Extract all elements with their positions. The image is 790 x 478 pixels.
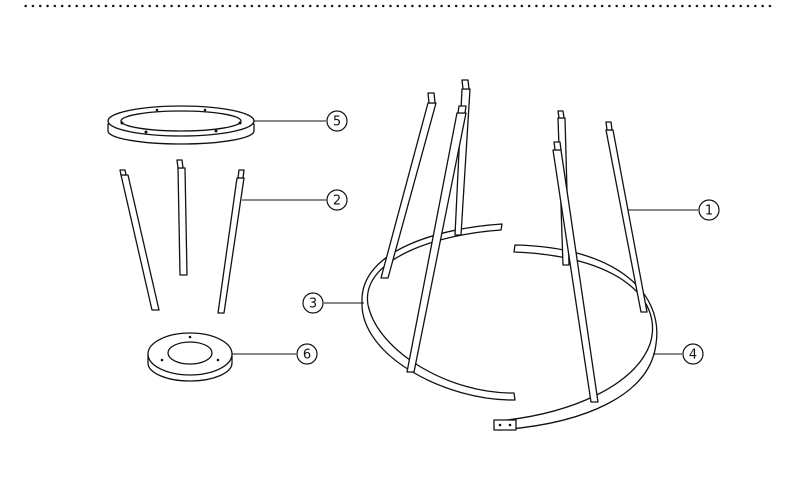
- callout-6: 6: [296, 343, 318, 365]
- dotted-top-border: [22, 4, 772, 8]
- top-ring: [107, 105, 255, 145]
- short-legs: [119, 159, 245, 314]
- callout-1: 1: [698, 199, 720, 221]
- callout-2-label: 2: [333, 194, 341, 209]
- callout-3: 3: [302, 292, 324, 314]
- callout-4-label: 4: [689, 348, 697, 363]
- callout-2: 2: [326, 189, 348, 211]
- callout-5-label: 5: [333, 115, 341, 130]
- long-rods-right: [552, 110, 648, 403]
- callout-6-label: 6: [303, 348, 311, 363]
- callout-5: 5: [326, 110, 348, 132]
- callout-4: 4: [682, 343, 704, 365]
- long-rods-left: [380, 79, 471, 373]
- base-ring: [147, 332, 233, 382]
- callout-3-label: 3: [309, 297, 317, 312]
- callout-1-label: 1: [705, 204, 713, 219]
